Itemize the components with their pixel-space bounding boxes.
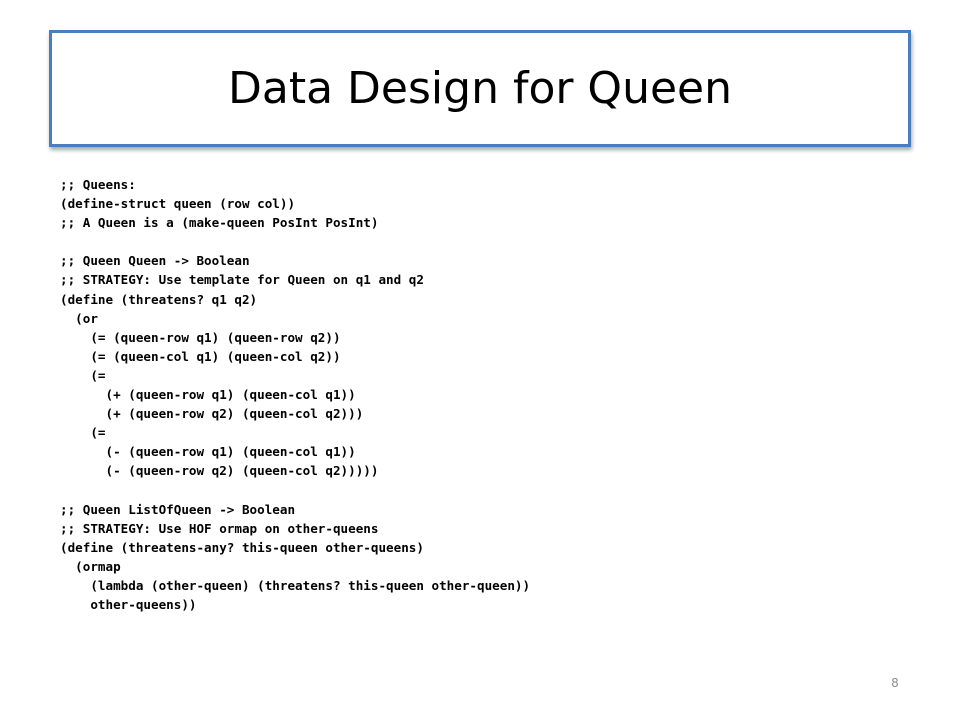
code-line: other-queens)) — [60, 597, 197, 613]
code-line: (lambda (other-queen) (threatens? this-q… — [60, 577, 531, 593]
code-line: (or — [60, 310, 98, 326]
slide-title: Data Design for Queen — [228, 63, 732, 114]
code-line: (- (queen-row q1) (queen-col q1)) — [60, 444, 356, 460]
code-line: (+ (queen-row q2) (queen-col q2))) — [60, 406, 364, 422]
code-line: ;; Queen ListOfQueen -> Boolean — [60, 501, 296, 517]
code-line — [60, 481, 900, 500]
code-line: ;; A Queen is a (make-queen PosInt PosIn… — [60, 215, 379, 231]
code-line: (- (queen-row q2) (queen-col q2))))) — [60, 463, 379, 479]
title-box: Data Design for Queen — [49, 30, 911, 147]
code-block: ;; Queens: (define-struct queen (row col… — [60, 175, 900, 614]
code-line: (= — [60, 367, 106, 383]
code-line: (ormap — [60, 558, 121, 574]
code-line: (= (queen-row q1) (queen-row q2)) — [60, 329, 341, 345]
code-line: (= — [60, 425, 106, 441]
code-line: ;; STRATEGY: Use HOF ormap on other-quee… — [60, 520, 379, 536]
code-line — [60, 232, 900, 251]
code-line: (define (threatens? q1 q2) — [60, 291, 258, 307]
page-number: 8 — [891, 676, 899, 690]
code-line: ;; Queens: — [60, 177, 136, 192]
code-line: (define (threatens-any? this-queen other… — [60, 539, 424, 555]
code-line: ;; Queen Queen -> Boolean — [60, 253, 250, 269]
code-line: ;; STRATEGY: Use template for Queen on q… — [60, 272, 424, 288]
code-line: (define-struct queen (row col)) — [60, 196, 296, 212]
code-line: (+ (queen-row q1) (queen-col q1)) — [60, 387, 356, 403]
code-line: (= (queen-col q1) (queen-col q2)) — [60, 348, 341, 364]
